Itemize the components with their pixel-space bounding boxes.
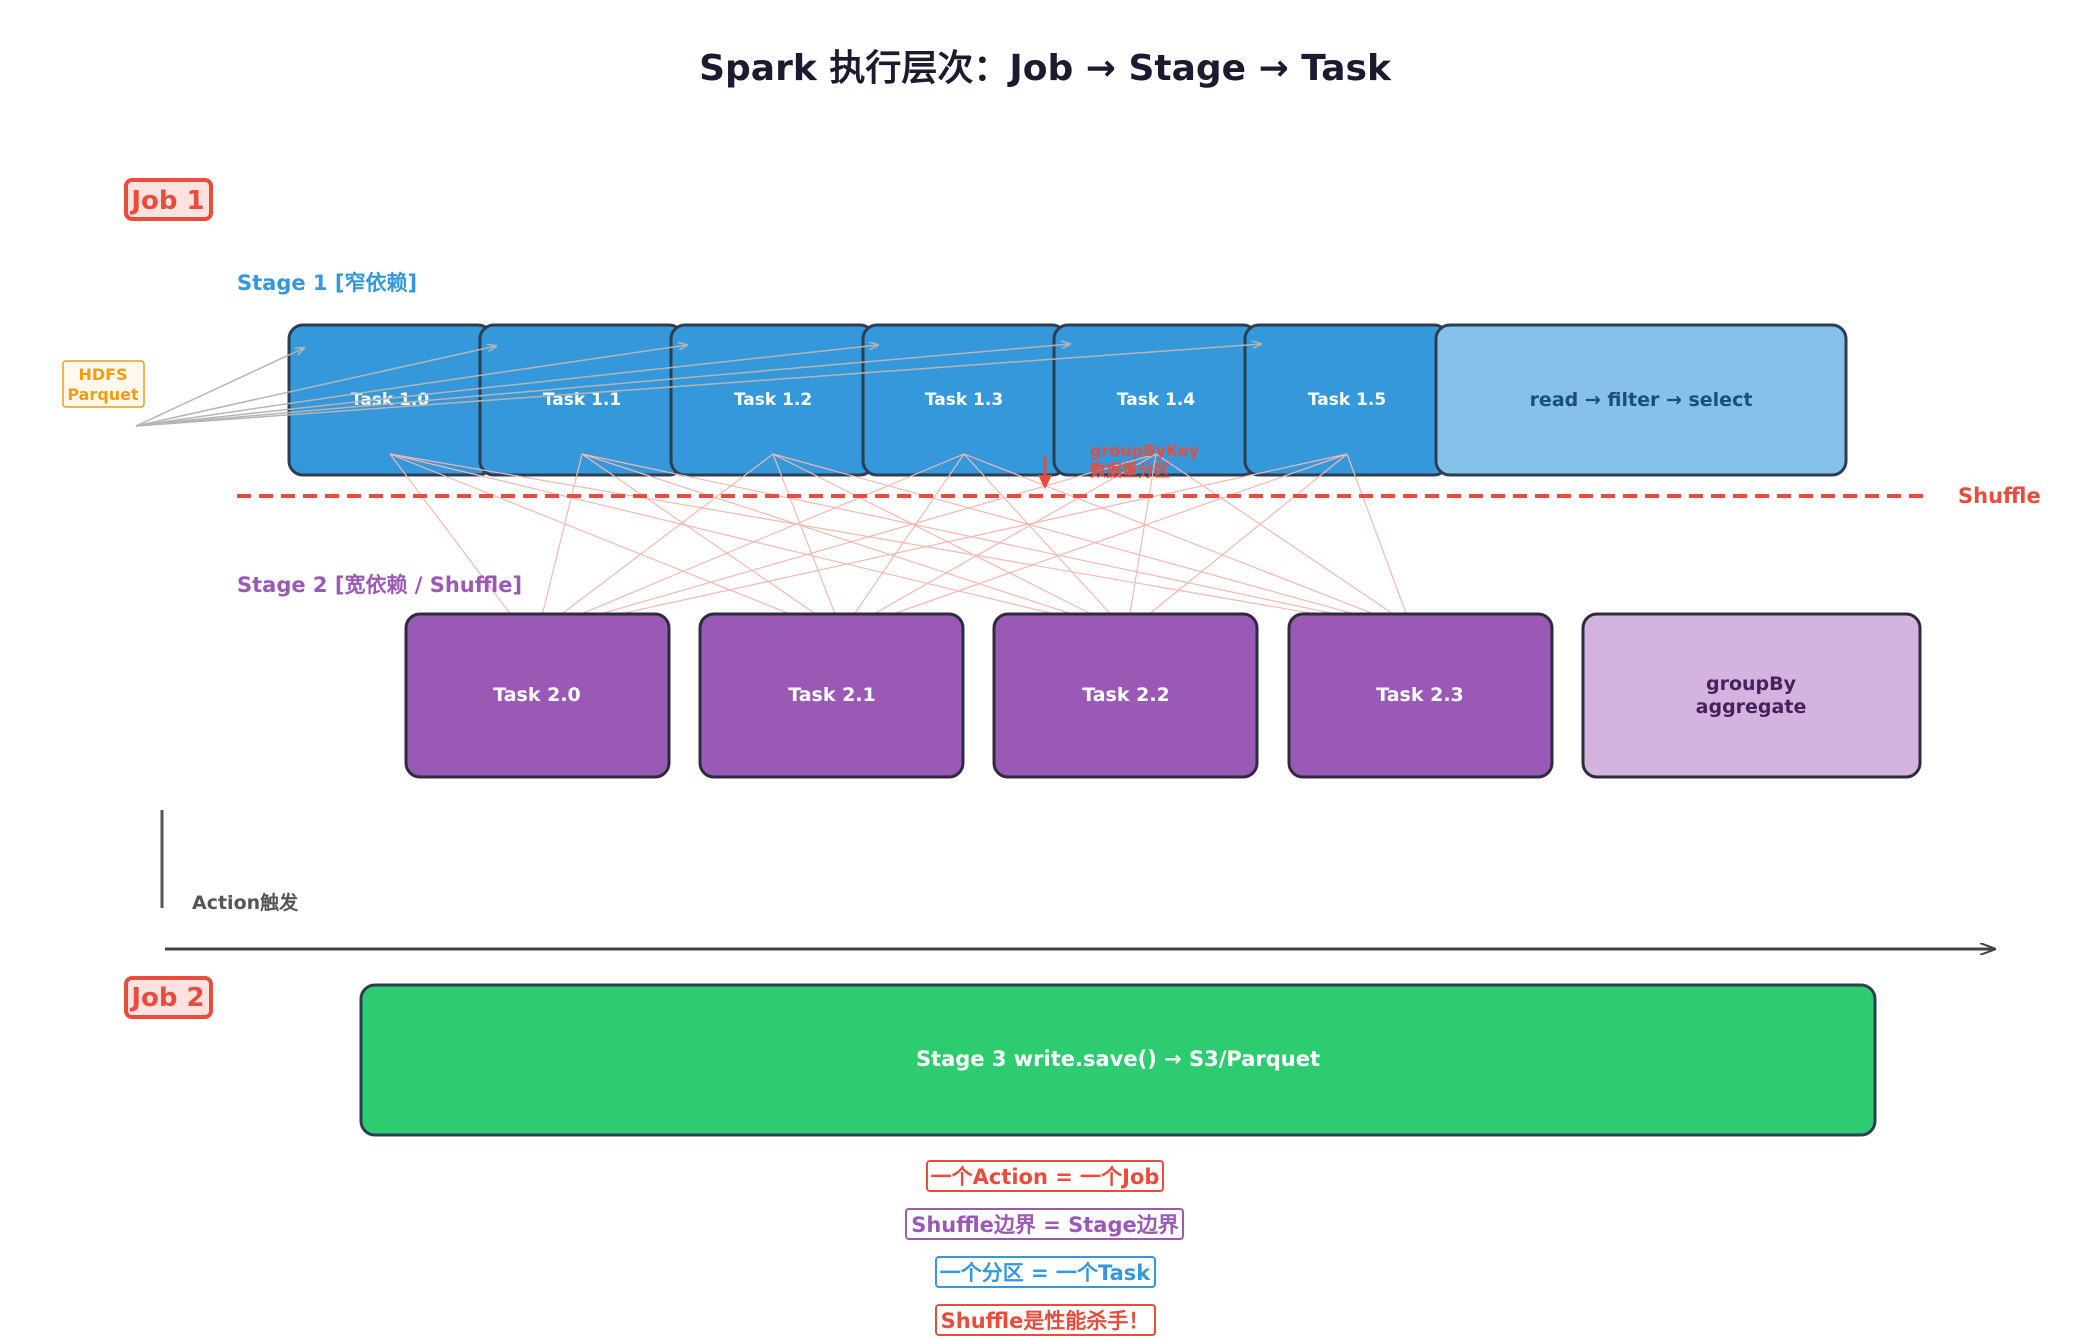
key-point-1-text: 一个Action = 一个Job <box>931 1165 1160 1189</box>
stage2-task-0: Task 2.0 <box>404 612 671 779</box>
stage1-operations-label: read → filter → select <box>1530 389 1753 411</box>
groupbykey-label: groupByKey <box>1090 441 1200 460</box>
stage2-ops-line1: groupBy <box>1706 673 1797 695</box>
key-point-3: 一个分区 = 一个Task <box>935 1256 1156 1288</box>
hdfs-label-line1: HDFS <box>78 365 127 384</box>
shuffle-connections <box>389 453 1420 632</box>
stage3-label: Stage 3 write.save() → S3/Parquet <box>916 1047 1320 1071</box>
stage2-task-label: Task 2.0 <box>493 684 581 706</box>
key-point-4-text: Shuffle是性能杀手！ <box>941 1309 1150 1333</box>
diagram-title: Spark 执行层次：Job → Stage → Task <box>699 48 1392 89</box>
shuffle-label: Shuffle <box>1958 484 2041 508</box>
stage2-task-2: Task 2.2 <box>992 612 1259 779</box>
stage2-label: Stage 2 [宽依赖 / Shuffle] <box>237 573 522 597</box>
key-point-1: 一个Action = 一个Job <box>926 1160 1164 1192</box>
stage1-task-1: Task 1.1 <box>478 323 685 477</box>
stage2-task-3: Task 2.3 <box>1287 612 1554 779</box>
job2-badge: Job 2 <box>124 976 213 1019</box>
job1-label: Job 1 <box>129 186 204 216</box>
stage1-task-0: Task 1.0 <box>287 323 494 477</box>
action-trigger-label: Action触发 <box>192 891 299 914</box>
key-point-3-text: 一个分区 = 一个Task <box>940 1261 1152 1285</box>
stage3-box: Stage 3 write.save() → S3/Parquet <box>359 983 1877 1137</box>
job1-badge: Job 1 <box>124 178 213 221</box>
read-arrows <box>135 344 1261 427</box>
stage1-label: Stage 1 [窄依赖] <box>237 271 417 295</box>
stage1-task-label: Task 1.5 <box>1308 390 1386 410</box>
key-point-2-text: Shuffle边界 = Stage边界 <box>911 1213 1179 1237</box>
stage2-task-label: Task 2.1 <box>788 684 876 706</box>
hdfs-source: HDFS Parquet <box>62 360 145 408</box>
key-point-4: Shuffle是性能杀手！ <box>935 1304 1156 1336</box>
stage1-task-5: Task 1.5 <box>1243 323 1450 477</box>
stage1-task-label: Task 1.3 <box>925 390 1003 410</box>
stage2-operations: groupBy aggregate <box>1581 612 1922 779</box>
stage1-task-label: Task 1.4 <box>1117 390 1196 410</box>
stage1-task-label: Task 1.2 <box>734 390 812 410</box>
stage1-task-2: Task 1.2 <box>669 323 876 477</box>
repartition-label: 数据重分区 <box>1090 461 1170 480</box>
stage1-task-4: Task 1.4 <box>1052 323 1259 477</box>
stage2-task-label: Task 2.3 <box>1376 684 1464 706</box>
stage2-ops-line2: aggregate <box>1696 696 1807 718</box>
job2-label: Job 2 <box>129 983 204 1013</box>
stage2-task-label: Task 2.2 <box>1082 684 1170 706</box>
hdfs-label-line2: Parquet <box>67 385 139 404</box>
stage1-operations: read → filter → select <box>1434 323 1848 477</box>
stage2-task-1: Task 2.1 <box>698 612 965 779</box>
key-point-2: Shuffle边界 = Stage边界 <box>905 1208 1184 1240</box>
key-points: 一个Action = 一个Job Shuffle边界 = Stage边界 一个分… <box>905 1160 1184 1336</box>
